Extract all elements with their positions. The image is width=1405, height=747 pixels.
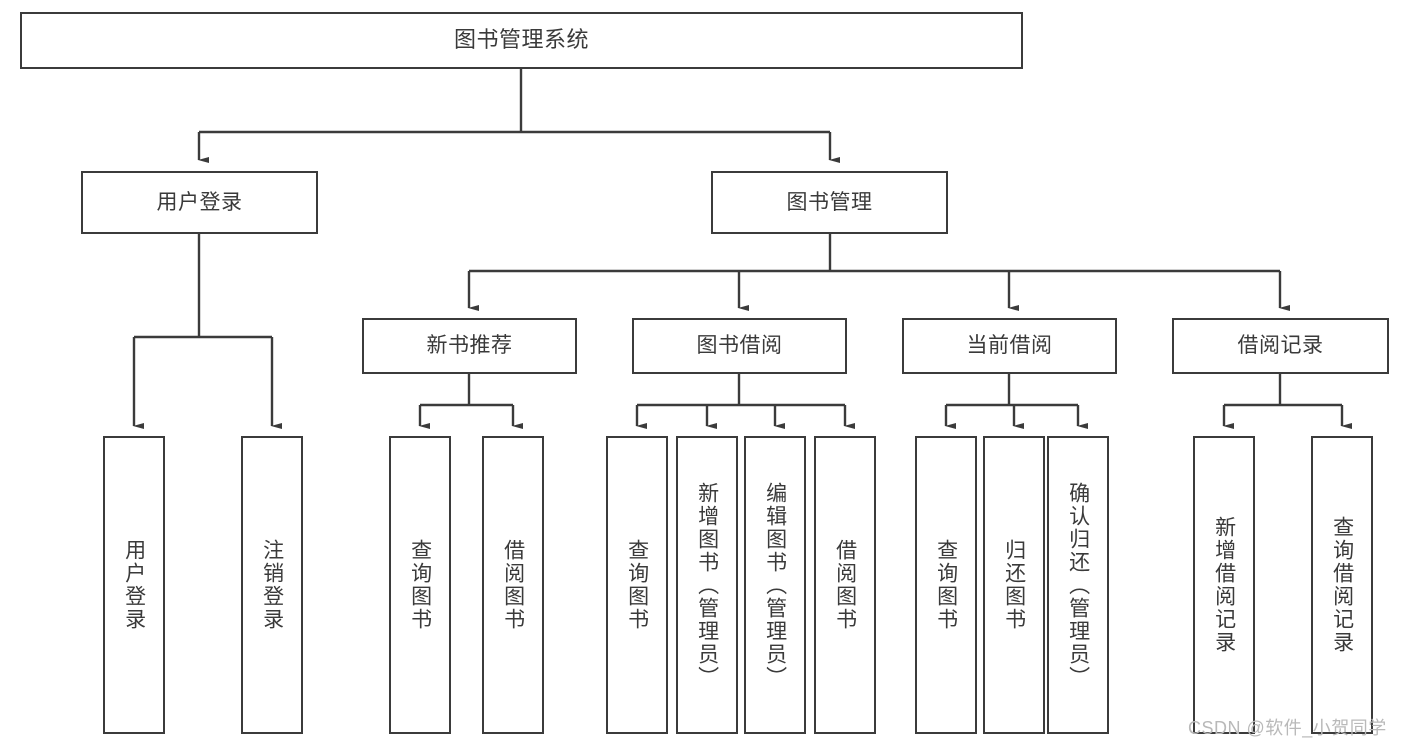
node-leaf-confirm-return-admin[interactable]: 确认归还（管理员） [1047,436,1109,734]
node-label: 编辑图书（管理员） [763,481,787,689]
node-leaf-query-book-borrow[interactable]: 查询图书 [606,436,668,734]
node-label: 归还图书 [1002,539,1026,631]
node-book-management[interactable]: 图书管理 [711,171,948,234]
node-leaf-return-book[interactable]: 归还图书 [983,436,1045,734]
node-leaf-query-borrow-record[interactable]: 查询借阅记录 [1311,436,1373,734]
node-root-system[interactable]: 图书管理系统 [20,12,1023,69]
node-label: 查询图书 [625,539,649,631]
node-label: 确认归还（管理员） [1066,481,1090,689]
node-leaf-borrow-book-recommend[interactable]: 借阅图书 [482,436,544,734]
node-label: 新增图书（管理员） [695,481,719,689]
node-new-book-recommend[interactable]: 新书推荐 [362,318,577,374]
node-label: 新书推荐 [426,334,513,358]
node-borrow-record[interactable]: 借阅记录 [1172,318,1389,374]
node-label: 借阅图书 [501,539,525,631]
node-label: 借阅记录 [1237,334,1324,358]
node-label: 图书借阅 [696,334,783,358]
node-label: 注销登录 [260,539,284,631]
node-leaf-logout[interactable]: 注销登录 [241,436,303,734]
node-label: 查询图书 [408,539,432,631]
node-label: 用户登录 [122,539,146,631]
node-leaf-edit-book-admin[interactable]: 编辑图书（管理员） [744,436,806,734]
node-leaf-query-book-current[interactable]: 查询图书 [915,436,977,734]
node-label: 借阅图书 [833,539,857,631]
csdn-watermark: CSDN @软件_小贺同学 [1188,718,1387,738]
node-label: 图书管理 [786,190,873,214]
node-book-borrow[interactable]: 图书借阅 [632,318,847,374]
node-label: 查询图书 [934,539,958,631]
node-label: 图书管理系统 [453,27,589,53]
node-leaf-user-login[interactable]: 用户登录 [103,436,165,734]
node-leaf-borrow-book[interactable]: 借阅图书 [814,436,876,734]
node-current-borrow[interactable]: 当前借阅 [902,318,1117,374]
node-label: 当前借阅 [966,334,1053,358]
node-label: 新增借阅记录 [1212,516,1236,654]
node-label: 查询借阅记录 [1330,516,1354,654]
node-user-login[interactable]: 用户登录 [81,171,318,234]
node-leaf-add-borrow-record[interactable]: 新增借阅记录 [1193,436,1255,734]
node-leaf-add-book-admin[interactable]: 新增图书（管理员） [676,436,738,734]
node-label: 用户登录 [156,190,243,214]
node-leaf-query-book-recommend[interactable]: 查询图书 [389,436,451,734]
